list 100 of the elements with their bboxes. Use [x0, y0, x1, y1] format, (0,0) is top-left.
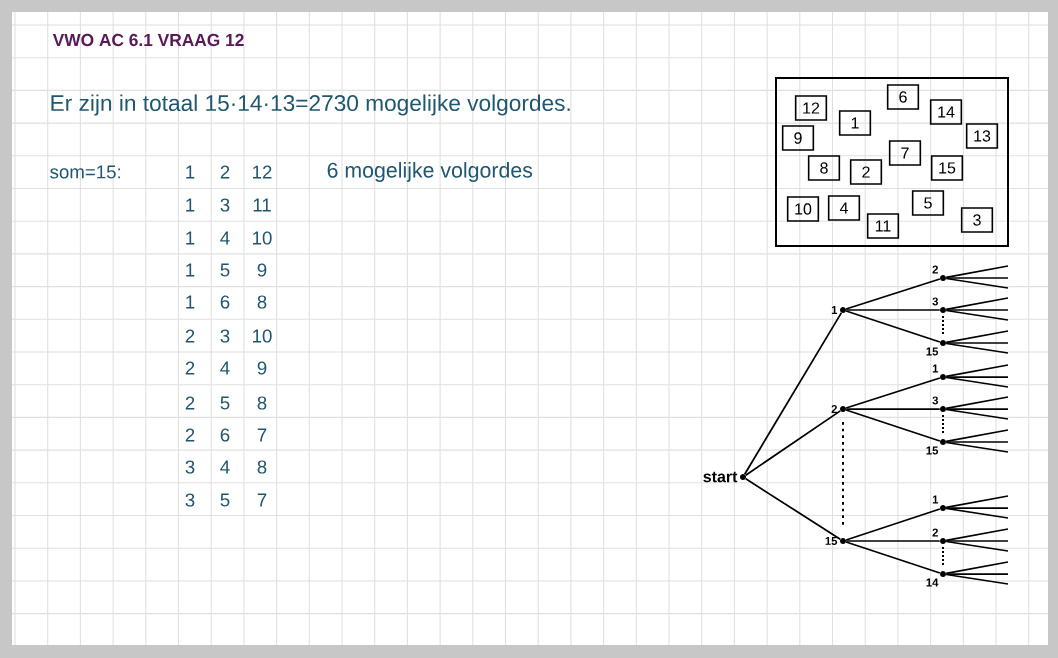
node-label: 15: [926, 347, 939, 356]
tree-point: 3: [932, 396, 946, 413]
number-card: 3: [960, 207, 994, 233]
table-number: 9: [257, 263, 267, 277]
table-number: 1: [186, 231, 195, 245]
branch-line: [845, 309, 941, 311]
number-card: 8: [807, 155, 841, 181]
table-number: 3: [220, 198, 230, 212]
number-card: 1: [838, 110, 872, 136]
branch-line: [744, 410, 842, 477]
sentence: 6 mogelijke volgordes: [327, 162, 533, 182]
node-label: 1: [932, 495, 939, 504]
branch-line: [945, 309, 1009, 321]
table-number: 4: [220, 231, 230, 245]
tree-point: 15: [825, 537, 847, 545]
node-label: 2: [932, 265, 938, 274]
tree-point: 1: [932, 364, 946, 381]
table-number: 1: [186, 198, 195, 212]
table-number: 5: [220, 263, 230, 277]
branch-line: [945, 540, 1009, 552]
table-number: 5: [220, 493, 230, 507]
tree-point: 2: [932, 265, 946, 281]
branch-line: [945, 573, 1009, 585]
number-card: 15: [930, 155, 964, 181]
node-label: 3: [932, 396, 939, 405]
branch-line: [945, 495, 1009, 509]
branch-line: [845, 377, 941, 409]
branch-line: [945, 441, 1009, 453]
branch-line: [945, 330, 1009, 344]
branch-line: [945, 573, 1009, 575]
branch-line: [845, 310, 941, 343]
branch-line: [945, 376, 1009, 378]
branch-line: [845, 541, 941, 574]
branch-line: [845, 278, 941, 310]
tree-point: 2: [932, 528, 946, 544]
table-number: 2: [185, 428, 195, 442]
table-number: 3: [185, 460, 195, 474]
table-number: 2: [185, 396, 195, 410]
table-number: 1: [186, 165, 195, 179]
table-number: 6: [220, 295, 230, 309]
table-number: 2: [185, 329, 195, 343]
tree-point: 1: [831, 306, 847, 314]
table-number: 1: [186, 295, 195, 309]
tree-point: 14: [926, 571, 946, 587]
branch-line: [945, 376, 1009, 388]
table-number: 6: [220, 428, 230, 442]
node-label: 3: [932, 297, 939, 306]
number-card: 7: [888, 140, 922, 166]
number-card: 5: [911, 190, 945, 216]
table-number: 3: [185, 493, 195, 507]
branch-line: [945, 528, 1009, 542]
branch-line: [845, 409, 941, 442]
table-number: 9: [257, 361, 267, 375]
table-number: 2: [220, 165, 230, 179]
number-card: 6: [886, 84, 920, 110]
table-number: 2: [185, 361, 195, 375]
table-number: 12: [253, 165, 272, 179]
node-label: 1: [932, 364, 939, 373]
tree-point: 2: [831, 405, 847, 413]
tree-point: 15: [926, 439, 946, 455]
node-label: 2: [831, 405, 838, 413]
table-number: 7: [257, 428, 267, 442]
sentence: som=15:: [50, 165, 120, 179]
branch-line: [945, 396, 1009, 410]
branch-line: [945, 309, 1009, 311]
tree-point: 1: [932, 495, 946, 512]
branch-line: [945, 277, 1009, 279]
branch-line: [945, 561, 1009, 575]
table-number: 5: [220, 396, 230, 410]
branch-line: [945, 441, 1009, 443]
sentence: Er zijn in totaal 15·14·13=2730 mogelijke volgordes.: [51, 94, 570, 116]
table-number: 1: [186, 263, 195, 277]
table-number: 8: [257, 396, 267, 410]
branch-line: [743, 311, 843, 476]
urn-box: [775, 77, 1009, 247]
branch-line: [744, 477, 842, 541]
tree-point: start: [703, 471, 746, 483]
branch-line: [845, 540, 941, 542]
table-number: 4: [220, 460, 230, 474]
table-number: 10: [253, 231, 272, 245]
branch-line: [945, 507, 1009, 519]
branch-line: [845, 408, 941, 410]
branch-line: [945, 342, 1009, 354]
title: VWO AC 6.1 VRAAG 12: [52, 33, 244, 47]
branch-line: [945, 408, 1009, 420]
branch-line: [945, 277, 1009, 289]
node-label: 14: [926, 578, 939, 587]
number-card: 9: [781, 125, 815, 151]
tree-point: 15: [926, 340, 946, 356]
node-label: start: [703, 471, 738, 483]
branch-line: [945, 408, 1009, 410]
branch-line: [945, 540, 1009, 542]
number-card: 10: [786, 196, 820, 222]
number-card: 11: [866, 213, 900, 239]
number-card: 2: [849, 159, 883, 185]
table-number: 8: [257, 295, 267, 309]
branch-line: [845, 508, 941, 541]
table-number: 11: [253, 198, 271, 212]
node-label: 15: [825, 537, 838, 545]
table-number: 3: [220, 329, 230, 343]
